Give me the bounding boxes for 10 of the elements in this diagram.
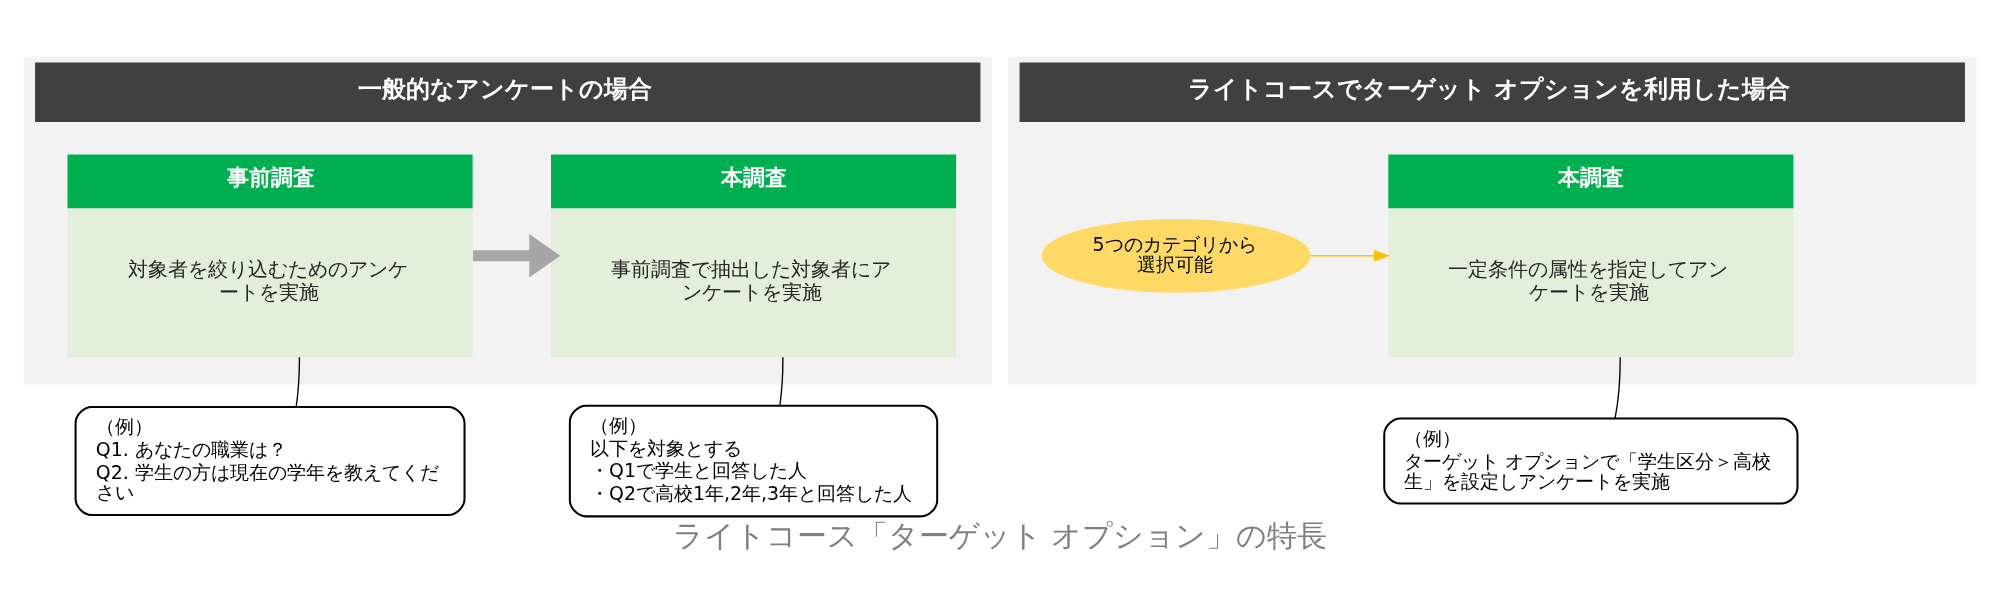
arrow — [473, 234, 561, 278]
node-box: （例） ターゲット オプションで「学生区分＞高校生」を設定しアンケートを実施 — [1383, 417, 1799, 505]
caption: ライトコース「ターゲット オプション」の特長 — [672, 517, 1328, 553]
connector — [295, 356, 301, 408]
connector — [1614, 356, 1621, 419]
connector — [779, 356, 784, 406]
node-box: （例） 以下を対象とする ・Q1で学生と回答した人 ・Q2で高校1年,2年,3年と回答した人 — [568, 404, 939, 518]
node-box: （例） Q1. あなたの職業は？ Q2. 学生の方は現在の学年を教えてください — [74, 405, 466, 517]
node-ellipse: 5つのカテゴリから選択可能 — [1041, 218, 1311, 293]
arrow — [1309, 250, 1391, 262]
